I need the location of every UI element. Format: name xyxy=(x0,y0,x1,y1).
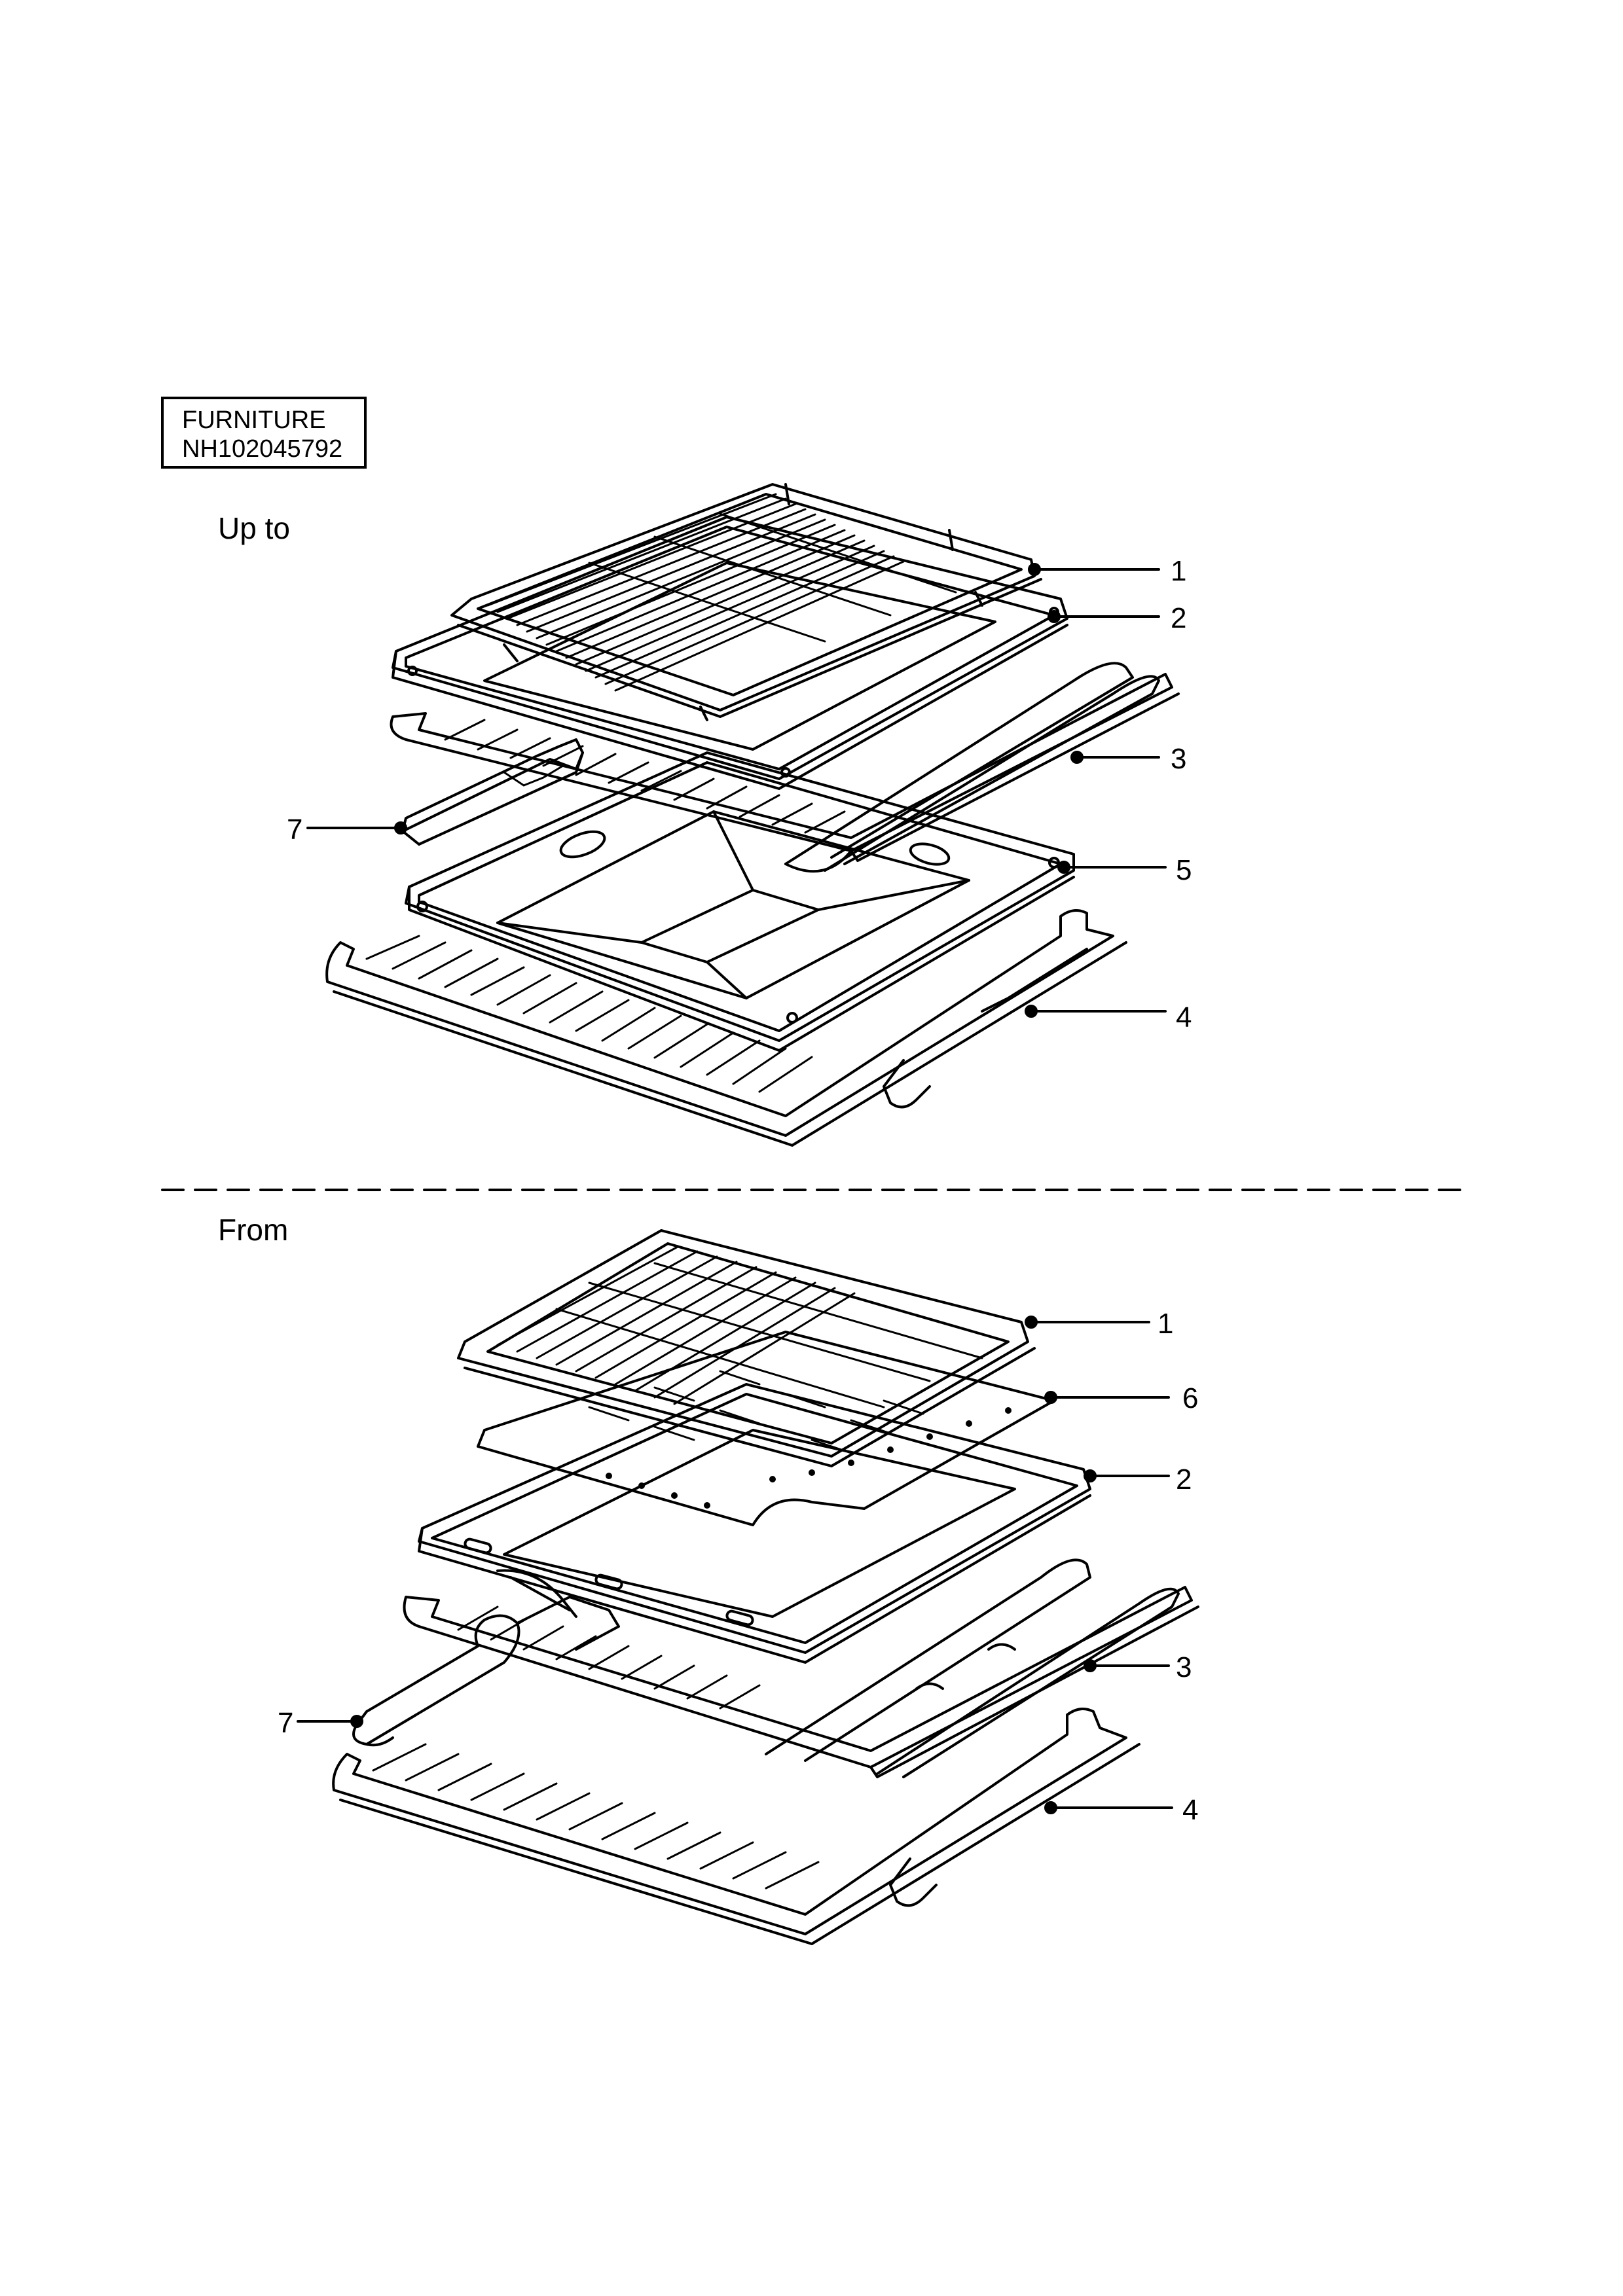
section-label-up-to: Up to xyxy=(218,511,290,545)
title-line-part-number: NH102045792 xyxy=(182,435,343,463)
lower-part-3-runners xyxy=(403,1558,1199,1778)
upper-leader-lines xyxy=(306,563,1167,1018)
lower-part-4-shelf xyxy=(332,1708,1140,1945)
callout-lower-3: 3 xyxy=(1176,1651,1192,1683)
lower-part-1-grill xyxy=(457,1229,1036,1467)
lower-part-6-liner xyxy=(477,1331,1055,1526)
section-label-from: From xyxy=(218,1213,289,1247)
callout-upper-1: 1 xyxy=(1171,555,1187,587)
callout-lower-1: 1 xyxy=(1158,1308,1174,1340)
upper-part-5-tray xyxy=(405,751,1075,1052)
callout-lower-7: 7 xyxy=(278,1707,294,1739)
upper-part-4-shelf xyxy=(325,909,1127,1147)
callout-upper-4: 4 xyxy=(1176,1001,1192,1033)
callout-lower-4: 4 xyxy=(1182,1794,1199,1826)
callout-upper-5: 5 xyxy=(1176,854,1192,886)
upper-part-2-tray xyxy=(392,516,1068,790)
upper-part-3-runners xyxy=(390,662,1180,873)
title-line-furniture: FURNITURE xyxy=(182,406,326,434)
callout-upper-3: 3 xyxy=(1171,743,1187,775)
callout-upper-2: 2 xyxy=(1171,602,1187,634)
lower-part-2-tray xyxy=(418,1383,1091,1664)
callout-lower-6: 6 xyxy=(1182,1382,1199,1414)
lower-leader-lines xyxy=(297,1316,1173,1814)
callout-upper-7: 7 xyxy=(287,814,303,846)
upper-part-7-handle xyxy=(401,738,584,846)
upper-part-1-grill xyxy=(450,483,1042,721)
callout-lower-2: 2 xyxy=(1176,1463,1192,1496)
diagram-title-box: FURNITURE NH102045792 xyxy=(161,397,367,469)
lower-part-7-handle xyxy=(352,1596,620,1747)
